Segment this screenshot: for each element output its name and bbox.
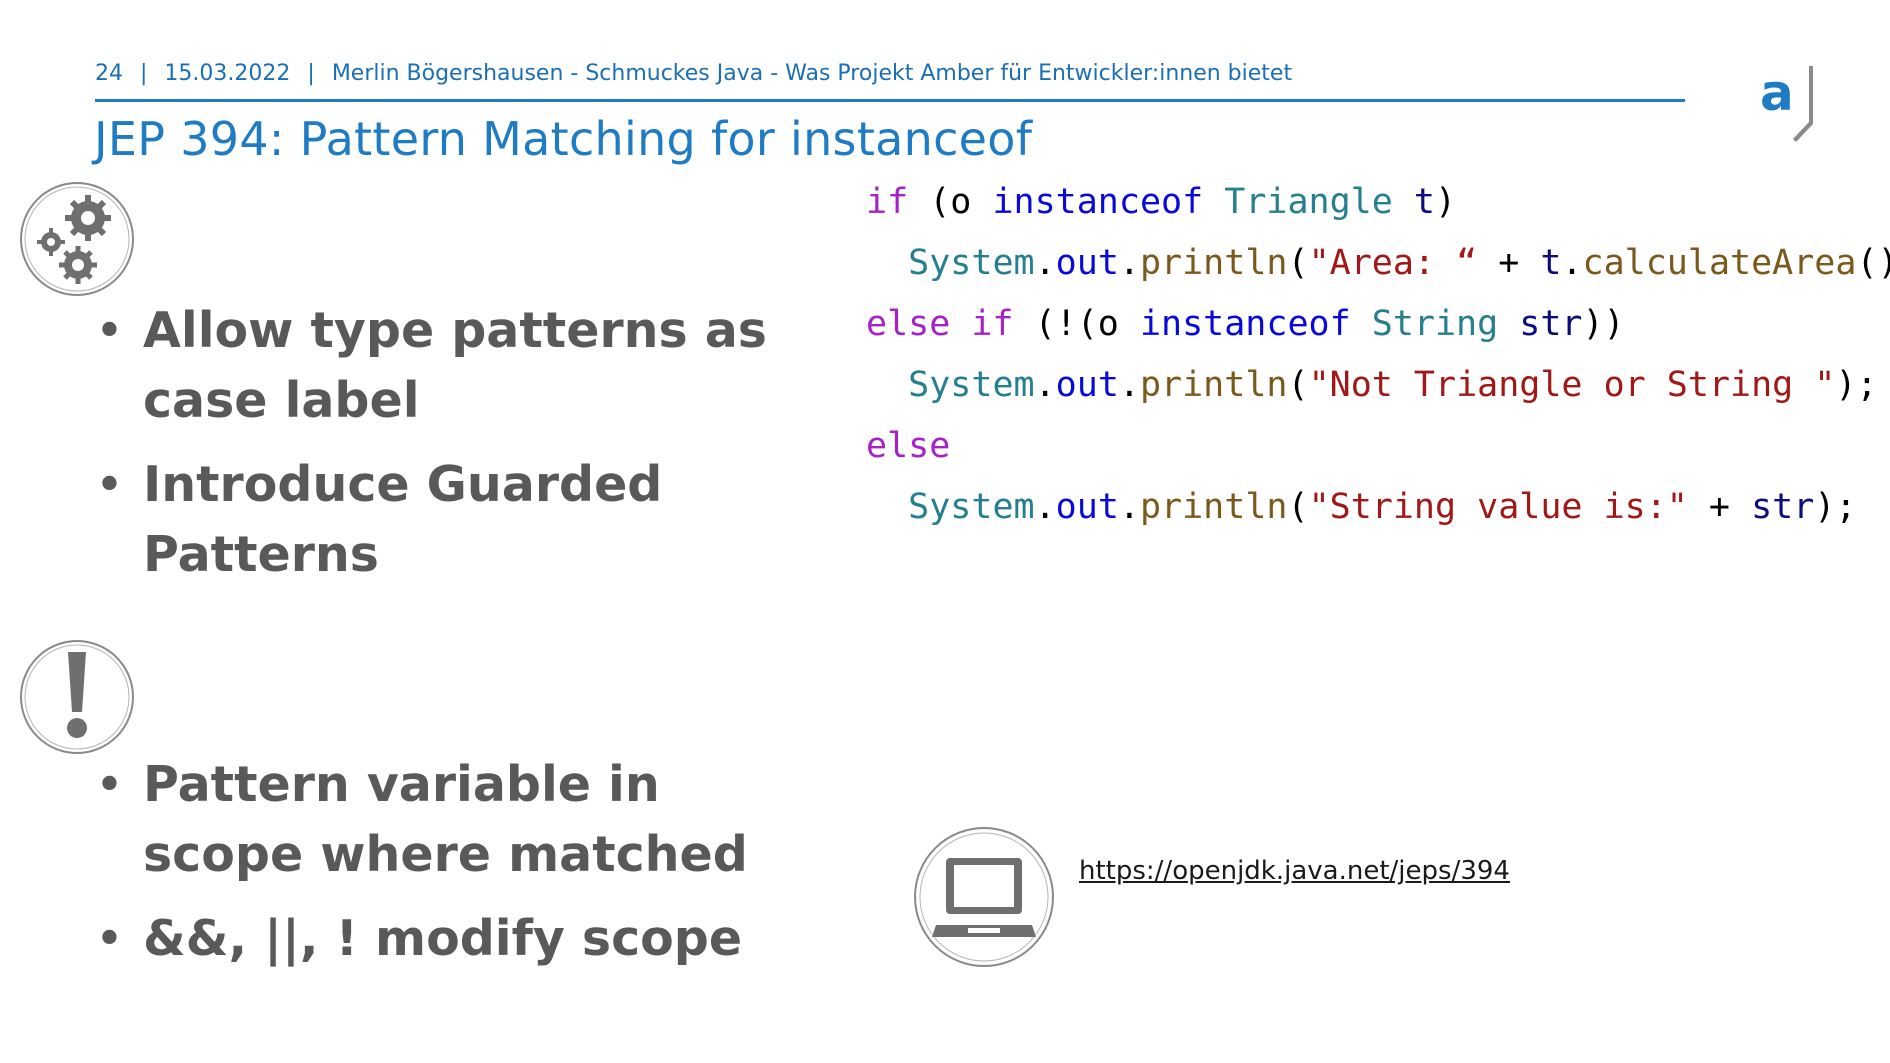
keyword: if bbox=[866, 182, 909, 222]
indent bbox=[866, 487, 908, 527]
method: calculateArea bbox=[1582, 243, 1857, 283]
page-number: 24 bbox=[95, 61, 123, 86]
code-text: ()); bbox=[1856, 243, 1890, 283]
code-text: . bbox=[1118, 365, 1140, 405]
code-text: ) bbox=[1434, 182, 1457, 222]
exclamation-icon bbox=[18, 638, 136, 756]
header-separator: | bbox=[307, 61, 315, 86]
type-name: Triangle bbox=[1224, 182, 1393, 222]
code-line-5: else bbox=[866, 416, 1890, 477]
type-name: String bbox=[1371, 304, 1499, 344]
method: println bbox=[1139, 365, 1288, 405]
code-text: . bbox=[1118, 487, 1140, 527]
code-line-6: System.out.println("String value is:" + … bbox=[866, 477, 1890, 538]
code-text: (!(o bbox=[1013, 304, 1140, 344]
code-text: )) bbox=[1582, 304, 1625, 344]
method: println bbox=[1139, 243, 1288, 283]
code-block: if (o instanceof Triangle t) System.out.… bbox=[866, 172, 1890, 538]
indent bbox=[866, 243, 908, 283]
list-item: &&, ||, ! modify scope bbox=[95, 904, 815, 974]
code-line-3: else if (!(o instanceof String str)) bbox=[866, 294, 1890, 355]
code-text: ( bbox=[1287, 365, 1309, 405]
logo-letter: a bbox=[1760, 64, 1794, 122]
scope-list: Pattern variable in scope where matched … bbox=[95, 750, 815, 988]
header-divider bbox=[95, 99, 1685, 102]
code-text: . bbox=[1034, 365, 1056, 405]
laptop-icon bbox=[912, 825, 1056, 969]
jep-link[interactable]: https://openjdk.java.net/jeps/394 bbox=[1079, 856, 1510, 886]
string-literal: "Area: “ bbox=[1308, 243, 1478, 283]
field: out bbox=[1055, 243, 1119, 283]
variable: str bbox=[1519, 304, 1583, 344]
type-name: System bbox=[908, 243, 1035, 283]
code-line-4: System.out.println("Not Triangle or Stri… bbox=[866, 355, 1890, 416]
keyword: instanceof bbox=[992, 182, 1204, 222]
talk-title: Merlin Bögershausen - Schmuckes Java - W… bbox=[331, 61, 1293, 86]
code-text: + bbox=[1687, 487, 1752, 527]
variable: t bbox=[1413, 182, 1435, 222]
keyword: instanceof bbox=[1139, 304, 1351, 344]
slide-title: JEP 394: Pattern Matching for instanceof bbox=[94, 112, 1033, 166]
field: out bbox=[1055, 365, 1119, 405]
code-text: ( bbox=[1287, 243, 1309, 283]
code-text: . bbox=[1561, 243, 1583, 283]
code-text: ); bbox=[1814, 487, 1857, 527]
string-literal: "Not Triangle or String " bbox=[1308, 365, 1836, 405]
company-logo: a bbox=[1760, 62, 1830, 146]
feature-list: Allow type patterns as case label Introd… bbox=[95, 296, 855, 604]
gears-icon bbox=[18, 180, 136, 298]
code-text: . bbox=[1034, 487, 1056, 527]
list-item: Allow type patterns as case label bbox=[95, 296, 855, 436]
code-line-2: System.out.println("Area: “ + t.calculat… bbox=[866, 233, 1890, 294]
variable: t bbox=[1540, 243, 1562, 283]
code-text: ( bbox=[1287, 487, 1309, 527]
field: out bbox=[1055, 487, 1119, 527]
code-line-1: if (o instanceof Triangle t) bbox=[866, 172, 1890, 233]
slide-header: 24 | 15.03.2022 | Merlin Bögershausen - … bbox=[95, 61, 1302, 86]
header-separator: | bbox=[140, 61, 148, 86]
indent bbox=[866, 365, 908, 405]
type-name: System bbox=[908, 487, 1035, 527]
keyword: else bbox=[866, 426, 951, 466]
code-text: (o bbox=[908, 182, 993, 222]
code-text: . bbox=[1118, 243, 1140, 283]
method: println bbox=[1139, 487, 1288, 527]
code-text: ); bbox=[1835, 365, 1878, 405]
list-item: Pattern variable in scope where matched bbox=[95, 750, 815, 890]
keyword: else if bbox=[866, 304, 1014, 344]
string-literal: "String value is:" bbox=[1308, 487, 1688, 527]
code-text: + bbox=[1477, 243, 1541, 283]
type-name: System bbox=[908, 365, 1035, 405]
variable: str bbox=[1751, 487, 1815, 527]
code-text: . bbox=[1034, 243, 1056, 283]
slide-date: 15.03.2022 bbox=[164, 61, 291, 86]
list-item: Introduce Guarded Patterns bbox=[95, 450, 855, 590]
